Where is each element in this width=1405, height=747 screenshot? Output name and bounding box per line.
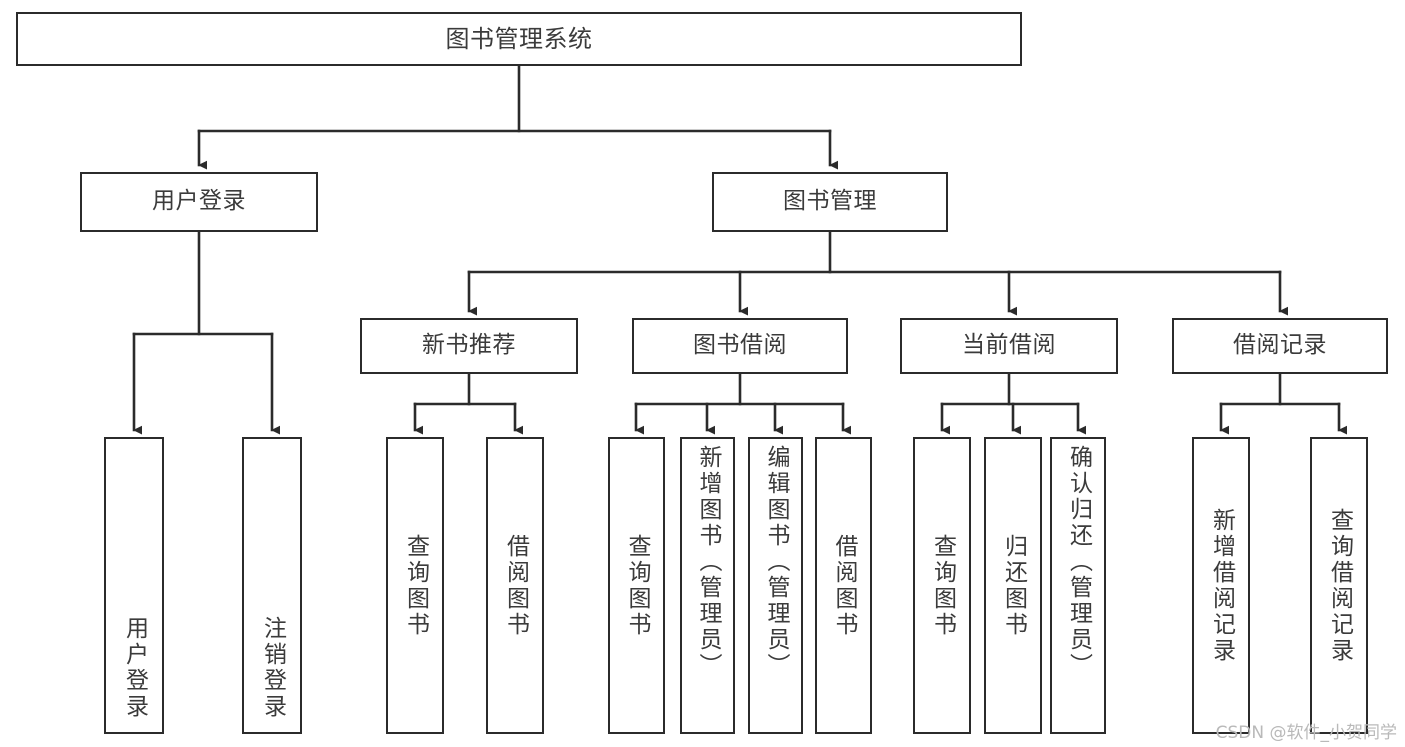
node-book-manage[interactable]: 图书管理 (712, 172, 948, 232)
node-book-borrow-label: 图书借阅 (693, 332, 787, 359)
node-current-borrow[interactable]: 当前借阅 (900, 318, 1118, 374)
node-new-book-recommend-label: 新书推荐 (422, 332, 516, 359)
node-root-label: 图书管理系统 (445, 24, 593, 53)
node-leaf-user-login-label: 用户登录 (121, 616, 148, 720)
node-leaf-return-book[interactable]: 归还图书 (984, 437, 1042, 734)
node-leaf-query-record[interactable]: 查询借阅记录 (1310, 437, 1368, 734)
node-leaf-confirm-return-label: 确认归还（管理员） (1065, 445, 1092, 679)
node-leaf-user-login[interactable]: 用户登录 (104, 437, 164, 734)
node-current-borrow-label: 当前借阅 (962, 332, 1056, 359)
node-leaf-query-record-label: 查询借阅记录 (1326, 507, 1353, 664)
node-leaf-add-record-label: 新增借阅记录 (1208, 507, 1235, 664)
node-user-login-label: 用户登录 (152, 188, 246, 215)
node-leaf-query-book-3[interactable]: 查询图书 (913, 437, 971, 734)
node-leaf-query-book-3-label: 查询图书 (929, 533, 956, 638)
node-leaf-add-book-label: 新增图书（管理员） (695, 445, 721, 679)
node-leaf-edit-book-label: 编辑图书（管理员） (763, 445, 789, 679)
node-leaf-logout-label: 注销登录 (259, 616, 286, 720)
node-leaf-borrow-book-1[interactable]: 借阅图书 (486, 437, 544, 734)
node-leaf-add-record[interactable]: 新增借阅记录 (1192, 437, 1250, 734)
node-root[interactable]: 图书管理系统 (16, 12, 1022, 66)
node-leaf-query-book-1[interactable]: 查询图书 (386, 437, 444, 734)
node-leaf-borrow-book-2[interactable]: 借阅图书 (815, 437, 872, 734)
node-leaf-query-book-2[interactable]: 查询图书 (608, 437, 665, 734)
node-leaf-query-book-1-label: 查询图书 (402, 533, 429, 638)
node-leaf-logout[interactable]: 注销登录 (242, 437, 302, 734)
node-book-borrow[interactable]: 图书借阅 (632, 318, 848, 374)
node-book-manage-label: 图书管理 (783, 188, 877, 215)
node-new-book-recommend[interactable]: 新书推荐 (360, 318, 578, 374)
csdn-watermark: CSDN @软件_小贺同学 (1215, 723, 1397, 743)
node-leaf-borrow-book-2-label: 借阅图书 (831, 533, 857, 638)
node-borrow-record-label: 借阅记录 (1233, 332, 1327, 359)
node-leaf-add-book[interactable]: 新增图书（管理员） (680, 437, 735, 734)
node-user-login[interactable]: 用户登录 (80, 172, 318, 232)
node-leaf-confirm-return[interactable]: 确认归还（管理员） (1050, 437, 1106, 734)
node-leaf-edit-book[interactable]: 编辑图书（管理员） (748, 437, 803, 734)
node-leaf-borrow-book-1-label: 借阅图书 (502, 533, 529, 638)
node-leaf-return-book-label: 归还图书 (1000, 533, 1027, 638)
node-borrow-record[interactable]: 借阅记录 (1172, 318, 1388, 374)
node-leaf-query-book-2-label: 查询图书 (624, 533, 650, 638)
